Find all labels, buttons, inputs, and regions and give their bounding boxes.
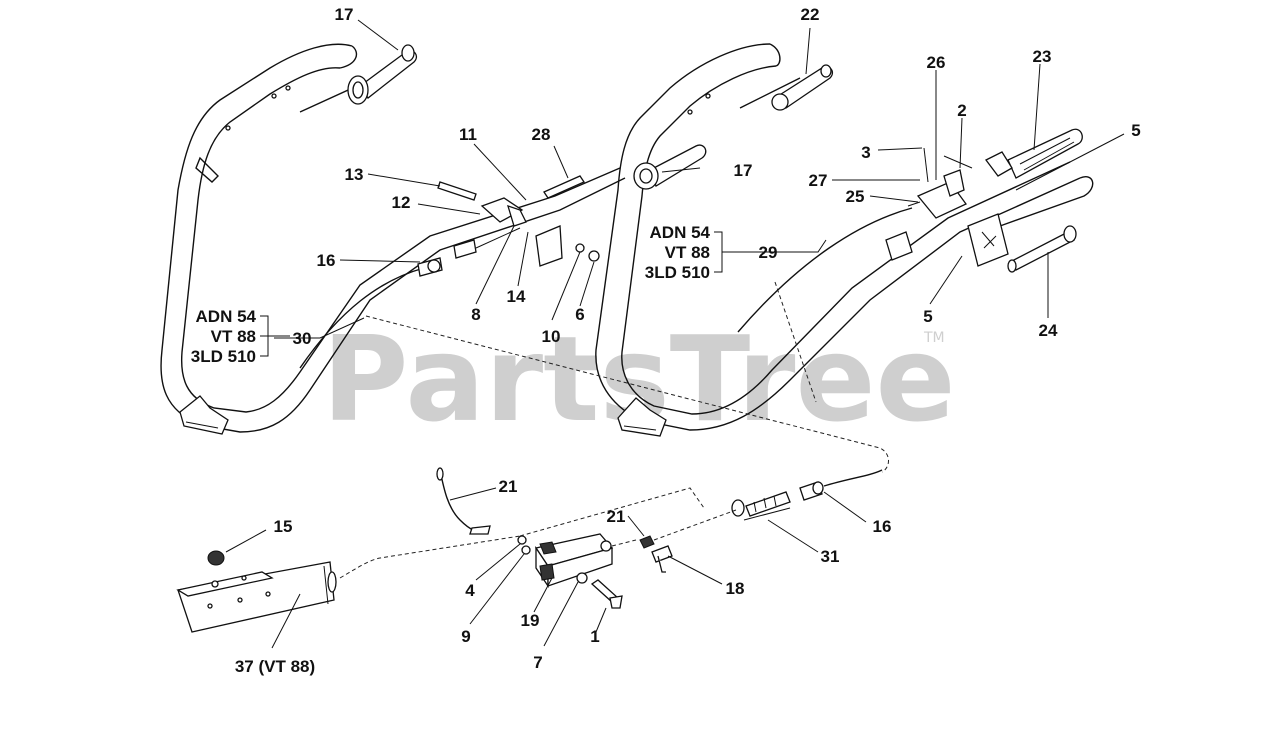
callout-16-bottom: 16 [873, 517, 892, 536]
callout-4: 4 [465, 581, 475, 600]
wire-21 [436, 467, 491, 535]
middle-handlebar [595, 43, 1094, 437]
callout-6: 6 [575, 305, 584, 324]
engine-group-left: ADN 54 VT 88 3LD 510 [191, 307, 290, 366]
control-assembly-left [437, 175, 600, 267]
callout-21-top: 21 [499, 477, 518, 496]
grip-17-left [347, 44, 418, 105]
callout-5-bottom: 5 [923, 307, 932, 326]
callout-12: 12 [392, 193, 411, 212]
callout-15: 15 [274, 517, 293, 536]
bushing-15 [207, 550, 225, 588]
callout-1: 1 [590, 627, 599, 646]
callout-25: 25 [846, 187, 865, 206]
cable-30 [299, 257, 443, 369]
callout-28: 28 [532, 125, 551, 144]
control-assembly-right [885, 147, 1009, 267]
switch-19 [517, 533, 623, 609]
bracket-37 [176, 561, 337, 633]
watermark-trademark: TM [923, 330, 945, 346]
engine-label-3ld510-right: 3LD 510 [645, 263, 710, 282]
callout-37-vt88: 37 (VT 88) [235, 657, 315, 676]
engine-label-vt88-right: VT 88 [665, 243, 710, 262]
callout-14: 14 [507, 287, 526, 306]
left-handlebar [160, 43, 626, 435]
callout-23: 23 [1033, 47, 1052, 66]
callout-31: 31 [821, 547, 840, 566]
grip-22 [771, 64, 834, 111]
grip-23 [985, 128, 1083, 179]
clip-18 [639, 535, 673, 573]
callout-8: 8 [471, 305, 480, 324]
engine-label-adn54-left: ADN 54 [196, 307, 257, 326]
callout-18: 18 [726, 579, 745, 598]
cable-29 [737, 201, 921, 333]
routing-lines [339, 281, 889, 579]
callout-24: 24 [1039, 321, 1058, 340]
callout-labels: 17 22 26 23 2 5 3 11 28 13 12 17 27 25 1… [235, 5, 1141, 676]
leader-lines [225, 19, 1125, 649]
callout-30: 30 [293, 329, 312, 348]
callout-22: 22 [801, 5, 820, 24]
engine-label-adn54-right: ADN 54 [650, 223, 711, 242]
callout-11: 11 [459, 125, 477, 144]
callout-29: 29 [759, 243, 778, 262]
engine-group-right: ADN 54 VT 88 3LD 510 [645, 223, 732, 282]
callout-2: 2 [957, 101, 966, 120]
callout-21-mid: 21 [607, 507, 626, 526]
callout-9: 9 [461, 627, 470, 646]
engine-label-vt88-left: VT 88 [211, 327, 256, 346]
callout-5-top: 5 [1131, 121, 1140, 140]
grip-17-right [633, 144, 707, 190]
cable-31 [731, 469, 883, 521]
callout-17-mid: 17 [734, 161, 753, 180]
engine-label-3ld510-left: 3LD 510 [191, 347, 256, 366]
callout-27: 27 [809, 171, 828, 190]
callout-10: 10 [542, 327, 561, 346]
callout-7: 7 [533, 653, 542, 672]
pin-24 [1007, 225, 1077, 273]
callout-16-top: 16 [317, 251, 336, 270]
callout-3: 3 [861, 143, 870, 162]
callout-26: 26 [927, 53, 946, 72]
callout-17-top: 17 [335, 5, 354, 24]
callout-13: 13 [345, 165, 364, 184]
callout-19: 19 [521, 611, 540, 630]
